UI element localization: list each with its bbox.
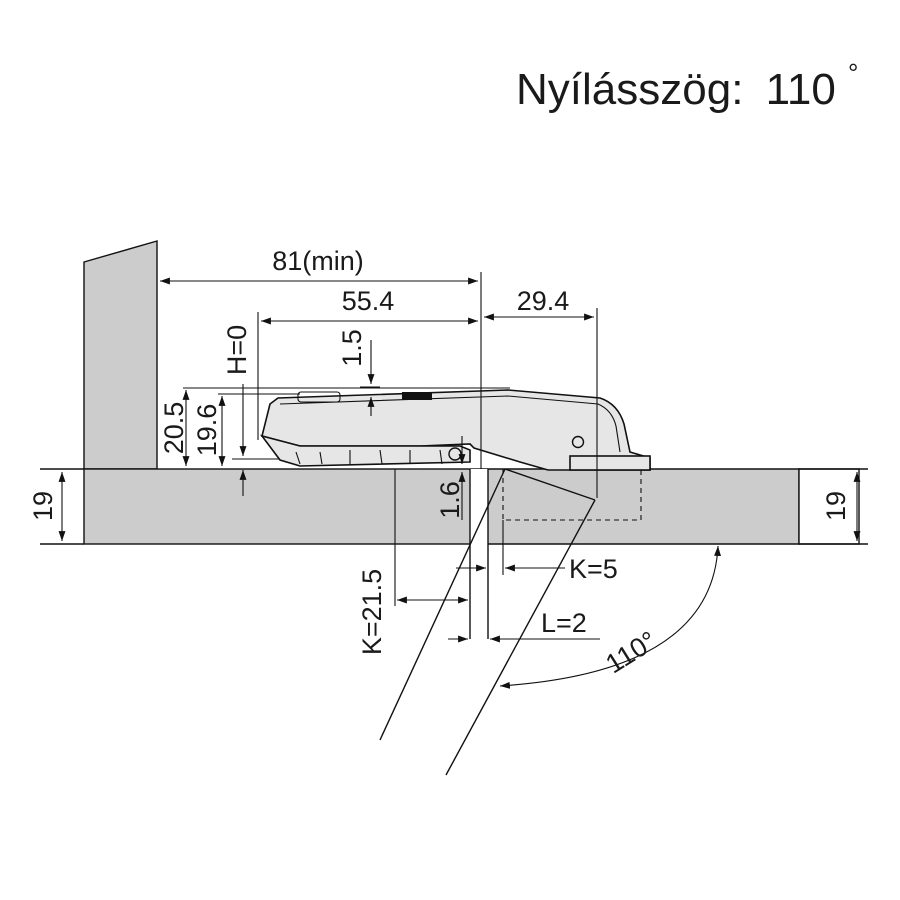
hinge-rivet	[571, 435, 585, 449]
title-label: Nyílásszög:	[516, 65, 743, 114]
dim-k5-label: K=5	[569, 554, 618, 584]
dim-19-right-label: 19	[821, 491, 851, 521]
dim-20-5-label: 20.5	[159, 402, 189, 455]
dim-k21-label: K=21.5	[357, 569, 387, 655]
dim-19-6-label: 19.6	[192, 404, 222, 457]
dim-l2-label: L=2	[541, 608, 587, 638]
cup-recess	[502, 469, 642, 521]
hinge-cup-plate	[569, 455, 651, 471]
open-door-top-edge	[504, 468, 596, 501]
mounting-plate-detail	[295, 449, 443, 465]
open-door-outer-edge	[379, 468, 506, 741]
dim-29-label: 29.4	[517, 286, 570, 316]
dim-1-6-label: 1.6	[435, 481, 465, 519]
door-panel	[480, 468, 800, 545]
cabinet-panel	[83, 468, 482, 545]
side-panel	[83, 240, 158, 470]
plate-screw	[448, 447, 462, 461]
dim-h0-label: H=0	[222, 325, 252, 375]
door-edge-panel	[798, 468, 860, 545]
hinge-top-cap	[297, 391, 341, 403]
title-value: 110	[766, 65, 836, 114]
hinge-spring-mark	[402, 392, 432, 400]
hinge-arm-inner	[279, 395, 621, 453]
door-gap	[470, 469, 488, 639]
dim-19-left-label: 19	[28, 491, 58, 521]
opening-angle-title: Nyílásszög: 110 °	[516, 58, 858, 114]
title-degree: °	[848, 58, 858, 88]
dim-1-5-label: 1.5	[337, 329, 367, 367]
opening-angle-label: 110°	[600, 625, 662, 679]
dim-81-label: 81(min)	[272, 246, 364, 276]
opening-angle-arc	[499, 545, 721, 689]
dim-55-label: 55.4	[342, 286, 395, 316]
hinge-arm	[261, 389, 651, 471]
mounting-plate	[259, 434, 471, 467]
